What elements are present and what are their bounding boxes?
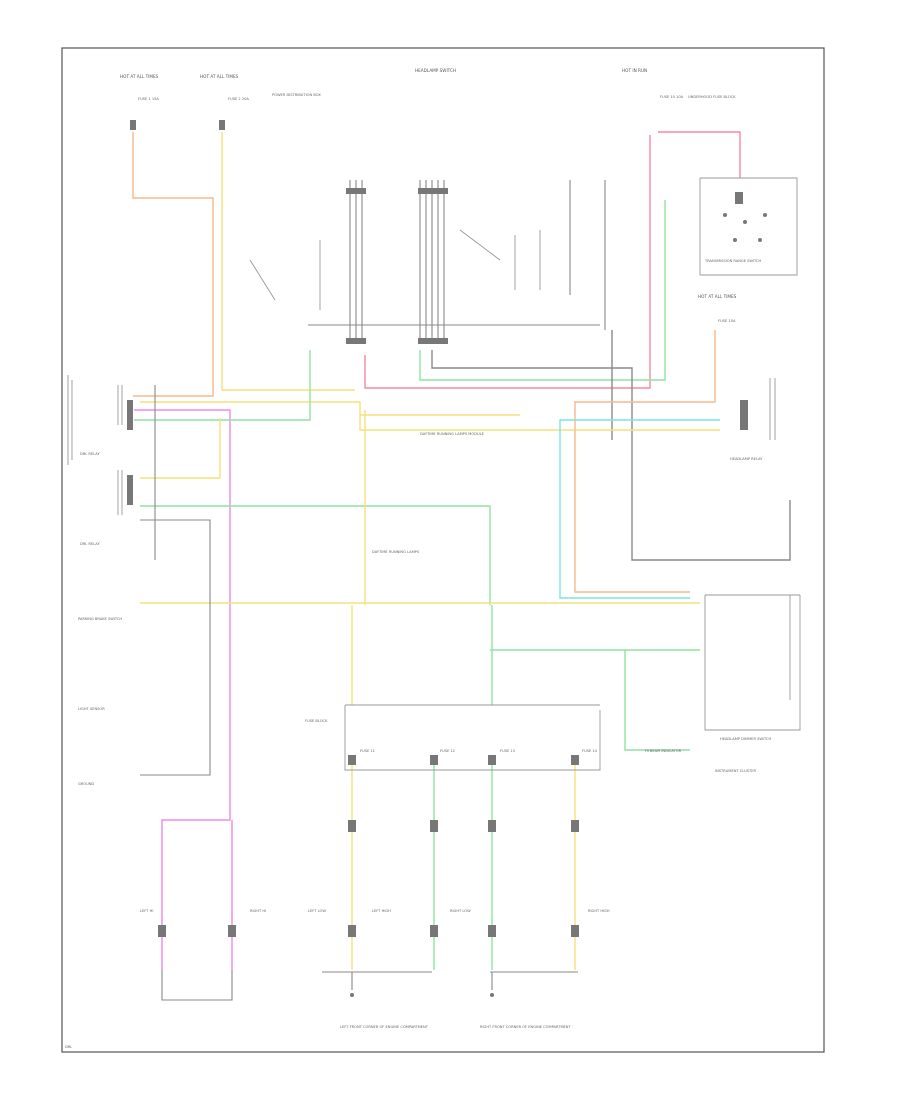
label-hot-in-run: HOT IN RUN bbox=[622, 68, 647, 73]
wire-yellow-top bbox=[221, 132, 355, 391]
label-drl-relay-left: DRL RELAY bbox=[80, 452, 100, 456]
wire-green-cluster bbox=[490, 649, 700, 751]
black-wires bbox=[140, 180, 606, 1001]
connector bbox=[130, 120, 136, 130]
label-headlamp-relay: HEADLAMP RELAY bbox=[730, 457, 763, 461]
label-left-ground: LEFT FRONT CORNER OF ENGINE COMPARTMENT bbox=[340, 1025, 429, 1029]
ground-symbol bbox=[350, 993, 354, 997]
label-drl-module: DAYTIME RUNNING LAMPS MODULE bbox=[420, 432, 485, 436]
components-layer bbox=[67, 120, 801, 997]
switch-contact-1 bbox=[249, 229, 541, 310]
label-hot-top-left2: HOT AT ALL TIMES bbox=[200, 74, 239, 79]
label-hi-beam-indicator: HI BEAM INDICATOR bbox=[645, 749, 682, 753]
label-fuse-c: FUSE 13 bbox=[500, 749, 515, 753]
transmission-pin bbox=[723, 213, 727, 217]
wire-pink-top bbox=[658, 131, 741, 178]
transmission-pin bbox=[733, 238, 737, 242]
connector bbox=[127, 475, 133, 505]
label-parking-brake: PARKING BRAKE SWITCH bbox=[78, 617, 122, 621]
label-fuse-1: FUSE 1 15A bbox=[138, 97, 159, 101]
drl-relay-block bbox=[67, 375, 123, 515]
label-left-lo: LEFT LOW bbox=[308, 909, 326, 913]
connector bbox=[430, 925, 438, 937]
connector bbox=[430, 820, 438, 832]
connector bbox=[228, 925, 236, 937]
connector bbox=[418, 338, 448, 344]
connector bbox=[346, 188, 366, 194]
label-underhood: UNDERHOOD FUSE BLOCK bbox=[688, 95, 736, 99]
label-hot-top-left: HOT AT ALL TIMES bbox=[120, 74, 159, 79]
label-multifunction-switch: HEADLAMP SWITCH bbox=[415, 68, 456, 73]
headlamp-switch-outline bbox=[704, 594, 801, 731]
label-drl-relay-left-b: DRL RELAY bbox=[80, 542, 100, 546]
diagram-frame bbox=[61, 47, 825, 1053]
connector bbox=[348, 755, 356, 765]
label-fuse-2: FUSE 2 20A bbox=[228, 97, 249, 101]
label-fuse-block: FUSE BLOCK bbox=[305, 719, 328, 723]
label-right-ground: RIGHT FRONT CORNER OF ENGINE COMPARTMENT bbox=[480, 1025, 572, 1029]
wire-gray-right bbox=[431, 350, 791, 561]
label-instrument-cluster: INSTRUMENT CLUSTER bbox=[715, 769, 756, 773]
wire-green-top bbox=[419, 200, 666, 381]
connector bbox=[571, 820, 579, 832]
wire-cyan bbox=[559, 419, 720, 599]
transmission-pin bbox=[758, 238, 762, 242]
connector bbox=[348, 820, 356, 832]
connector bbox=[571, 755, 579, 765]
transmission-pin bbox=[743, 220, 747, 224]
label-headlamp-switch: HEADLAMP DIMMER SWITCH bbox=[720, 737, 771, 741]
label-fuse-d: FUSE 14 bbox=[582, 749, 598, 753]
connector bbox=[488, 755, 496, 765]
wire-magenta bbox=[134, 409, 231, 970]
label-daytime-note: DAYTIME RUNNING LAMPS bbox=[372, 550, 420, 554]
connector bbox=[346, 338, 366, 344]
transmission-range-outline bbox=[699, 177, 798, 276]
transmission-pin bbox=[763, 213, 767, 217]
wire-yellow-horizontal bbox=[140, 401, 720, 431]
wire-layer bbox=[132, 131, 791, 970]
label-right-hi2: RIGHT HIGH bbox=[588, 909, 610, 913]
connector bbox=[348, 925, 356, 937]
fuse-block-outline bbox=[344, 704, 601, 771]
wire-green-horizontal bbox=[134, 350, 311, 421]
connector bbox=[740, 400, 748, 430]
wire-orange bbox=[132, 132, 214, 397]
label-footer: DRL bbox=[65, 1045, 72, 1049]
label-light-sensor: LIGHT SENSOR bbox=[78, 707, 105, 711]
label-fuse-right: FUSE 15A bbox=[718, 319, 736, 323]
connector bbox=[127, 400, 133, 430]
headlamp-relay-outline bbox=[769, 378, 776, 440]
label-fuse-a: FUSE 11 bbox=[360, 749, 375, 753]
connector bbox=[735, 192, 743, 204]
connector bbox=[571, 925, 579, 937]
connector bbox=[219, 120, 225, 130]
label-left-hi: LEFT HI bbox=[140, 909, 153, 913]
label-fuse-panel-left: POWER DISTRIBUTION BOX bbox=[272, 93, 321, 97]
label-right-lo: RIGHT LOW bbox=[450, 909, 471, 913]
wire-orange-right bbox=[574, 330, 716, 593]
label-transmission-range: TRANSMISSION RANGE SWITCH bbox=[704, 259, 762, 263]
ground-symbol bbox=[490, 993, 494, 997]
connector bbox=[430, 755, 438, 765]
label-right-hi: RIGHT HI bbox=[250, 909, 266, 913]
connector bbox=[488, 925, 496, 937]
wire-pink-right bbox=[364, 135, 651, 389]
connector bbox=[488, 820, 496, 832]
label-hot-right: HOT AT ALL TIMES bbox=[698, 294, 737, 299]
wire-green-long bbox=[140, 505, 491, 605]
label-ground-note: GROUND bbox=[78, 782, 94, 786]
wire-yellow-lower bbox=[140, 418, 221, 479]
labels-layer: HOT AT ALL TIMES HOT AT ALL TIMES FUSE 1… bbox=[65, 68, 771, 1049]
connector bbox=[418, 188, 448, 194]
label-left-hi2: LEFT HIGH bbox=[372, 909, 391, 913]
label-fuse-cluster: FUSE 10 10A bbox=[660, 95, 684, 99]
connector bbox=[158, 925, 166, 937]
label-fuse-b: FUSE 12 bbox=[440, 749, 455, 753]
